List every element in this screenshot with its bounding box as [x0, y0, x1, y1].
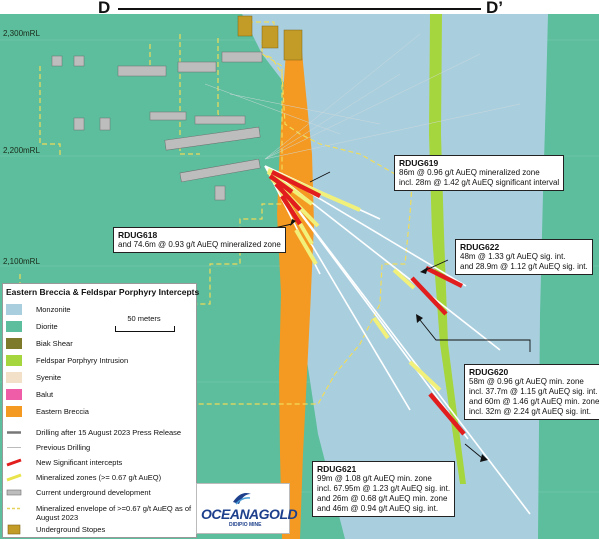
legend-title: Eastern Breccia & Feldspar Porphyry Inte…: [6, 287, 200, 297]
company-logo: OCEANAGOLD DIDIPIO MINE: [196, 483, 298, 534]
callout-title: RDUG618: [118, 230, 158, 240]
callout-line: and 74.6m @ 0.93 g/t AuEQ mineralized zo…: [118, 240, 281, 249]
legend-label: August 2023: [36, 513, 79, 522]
legend-label: Biak Shear: [36, 339, 73, 348]
callout-line: 58m @ 0.96 g/t AuEQ min. zone: [469, 377, 584, 386]
legend-label: Previous Drilling: [36, 443, 91, 452]
legend-label: Drilling after 15 August 2023 Press Rele…: [36, 428, 182, 437]
monzonite-swatch: [6, 304, 22, 315]
underground-stopes: [237, 15, 303, 61]
callout-line: and 60m @ 1.46 g/t AuEQ min. zone: [469, 397, 599, 406]
legend-label: Eastern Breccia: [36, 407, 89, 416]
callout-rdug620: RDUG620 58m @ 0.96 g/t AuEQ min. zone in…: [464, 364, 599, 420]
new-drilling-swatch: [7, 431, 21, 434]
legend-label: Current underground development: [36, 488, 151, 497]
callout-line: 86m @ 0.96 g/t AuEQ mineralized zone: [399, 168, 540, 177]
feldspar-porphyry-swatch: [6, 355, 22, 366]
legend-label: Balut: [36, 390, 54, 399]
logo-subtitle: DIDIPIO MINE: [229, 522, 262, 528]
legend-label: New Significant intercepts: [36, 458, 123, 467]
callout-line: incl. 28m @ 1.42 g/t AuEQ significant in…: [399, 178, 560, 187]
callout-line: and 26m @ 0.68 g/t AuEQ min. zone: [317, 494, 448, 503]
elevation-label-2300: 2,300mRL: [3, 29, 40, 38]
feldspar-porphyry-body: [429, 14, 466, 484]
mineralized-zones-swatch: [6, 473, 22, 482]
scale-bar-line: [115, 326, 175, 332]
scale-label: 50 meters: [127, 314, 161, 323]
callout-line: incl. 67.95m @ 1.23 g/t AuEQ sig. int.: [317, 484, 451, 493]
mineralized-envelope: [179, 21, 413, 405]
eastern-breccia-swatch: [6, 406, 22, 417]
elevation-label-2200: 2,200mRL: [3, 146, 40, 155]
section-line: [118, 8, 481, 10]
eastern-breccia-body: [277, 52, 314, 539]
callout-title: RDUG621: [317, 464, 357, 474]
callout-rdug622: RDUG622 48m @ 1.33 g/t AuEQ sig. int. an…: [455, 239, 593, 275]
callout-line: incl. 32m @ 2.24 g/t AuEQ sig. int.: [469, 407, 591, 416]
previous-drilling-swatch: [7, 447, 21, 448]
legend-label: Syenite: [36, 373, 62, 382]
leader-arrows: [290, 219, 488, 462]
logo-wave-icon: [233, 493, 251, 505]
callout-rdug618: RDUG618 and 74.6m @ 0.93 g/t AuEQ minera…: [113, 227, 286, 253]
callout-line: and 28.9m @ 1.12 g/t AuEQ sig. int.: [460, 262, 588, 271]
underground-development: [51, 51, 263, 201]
callout-line: 48m @ 1.33 g/t AuEQ sig. int.: [460, 252, 566, 261]
callout-rdug621: RDUG621 99m @ 1.08 g/t AuEQ min. zone in…: [312, 461, 456, 517]
legend-label: Underground Stopes: [36, 525, 106, 534]
biak-shear-swatch: [6, 338, 22, 349]
legend-label: Diorite: [36, 322, 58, 331]
syenite-swatch: [6, 372, 22, 383]
callout-rdug619: RDUG619 86m @ 0.96 g/t AuEQ mineralized …: [394, 155, 565, 191]
logo-wordmark: OCEANAGOLD: [201, 506, 298, 522]
callout-line: and 46m @ 0.94 g/t AuEQ sig. int.: [317, 504, 439, 513]
mineralized-envelope-swatch: [7, 507, 21, 510]
section-start-label: D: [98, 0, 111, 17]
legend-label: Mineralized envelope of >=0.67 g/t AuEQ …: [36, 504, 192, 513]
section-end-label: D’: [486, 0, 503, 17]
callout-title: RDUG619: [399, 158, 439, 168]
callout-line: incl. 37.7m @ 1.15 g/t AuEQ sig. int.: [469, 387, 598, 396]
underground-stopes-swatch: [7, 524, 21, 535]
elevation-label-2100: 2,100mRL: [3, 257, 40, 266]
legend-label: Monzonite: [36, 305, 71, 314]
legend: Eastern Breccia & Feldspar Porphyry Inte…: [2, 283, 200, 538]
callout-title: RDUG620: [469, 367, 509, 377]
legend-label: Mineralized zones (>= 0.67 g/t AuEQ): [36, 473, 162, 482]
legend-label: Feldspar Porphyry Intrusion: [36, 356, 129, 365]
diorite-swatch: [6, 321, 22, 332]
previous-drilling: [204, 33, 521, 160]
significant-intercepts: [268, 169, 466, 436]
underground-development-swatch: [6, 489, 22, 496]
balut-swatch: [6, 389, 22, 400]
significant-intercepts-swatch: [6, 458, 22, 467]
callout-line: 99m @ 1.08 g/t AuEQ min. zone: [317, 474, 432, 483]
callout-title: RDUG622: [460, 242, 500, 252]
section-header: D D’: [0, 0, 599, 17]
